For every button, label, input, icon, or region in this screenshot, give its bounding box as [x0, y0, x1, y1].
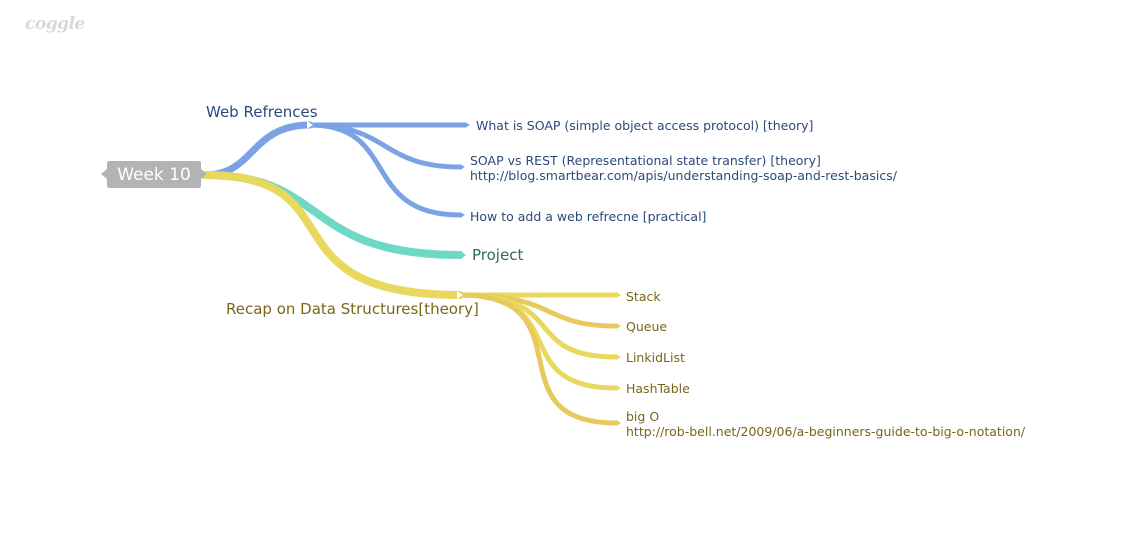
node-stack[interactable]: Stack [626, 289, 661, 304]
recap-queue-arrow [616, 323, 621, 329]
recap-stack-arrow [616, 292, 621, 298]
project-arrow [460, 251, 466, 259]
node-add-web-reference[interactable]: How to add a web refrecne [practical] [470, 209, 706, 224]
node-link-line: http://blog.smartbear.com/apis/understan… [470, 168, 897, 183]
edge-recap [201, 171, 464, 299]
branch-recap-data-structures[interactable]: Recap on Data Structures[theory] [226, 300, 479, 318]
root-node[interactable]: Week 10 [101, 161, 207, 188]
web-item-3-arrow [460, 212, 465, 218]
node-what-is-soap[interactable]: What is SOAP (simple object access proto… [476, 118, 813, 133]
node-text-line: HashTable [626, 381, 690, 396]
recap-branch-junction-marker [457, 291, 463, 299]
node-text-line: What is SOAP (simple object access proto… [476, 118, 814, 133]
node-text-line: LinkidList [626, 350, 685, 365]
branch-project[interactable]: Project [472, 246, 524, 264]
edge-web-item-2 [307, 122, 463, 170]
edge-web-item-3 [307, 122, 463, 218]
node-queue[interactable]: Queue [626, 319, 667, 334]
branch-web-refrences[interactable]: Web Refrences [206, 103, 318, 121]
recap-bigo-arrow [616, 420, 621, 426]
coggle-logo: coggle [25, 14, 85, 34]
node-text-line: Stack [626, 289, 661, 304]
web-branch-junction-marker [307, 121, 313, 129]
node-soap-vs-rest[interactable]: SOAP vs REST (Representational state tra… [470, 153, 897, 183]
recap-hashtable-arrow [616, 385, 621, 391]
node-hashtable[interactable]: HashTable [626, 381, 690, 396]
edge-web-refrences [201, 121, 314, 179]
node-linkidlist[interactable]: LinkidList [626, 350, 685, 365]
web-item-1-arrow [465, 122, 470, 128]
edge-recap-bigo [457, 292, 619, 426]
node-text-line: How to add a web refrecne [practical] [470, 209, 707, 224]
web-item-2-arrow [460, 164, 465, 170]
node-big-o[interactable]: big O http://rob-bell.net/2009/06/a-begi… [626, 409, 1025, 439]
recap-linkidlist-arrow [616, 354, 621, 360]
edge-project [201, 171, 464, 259]
node-text-line: big O [626, 409, 660, 424]
node-link-line: http://rob-bell.net/2009/06/a-beginners-… [626, 424, 1026, 439]
node-text-line: SOAP vs REST (Representational state tra… [470, 153, 821, 168]
node-text-line: Queue [626, 319, 668, 334]
